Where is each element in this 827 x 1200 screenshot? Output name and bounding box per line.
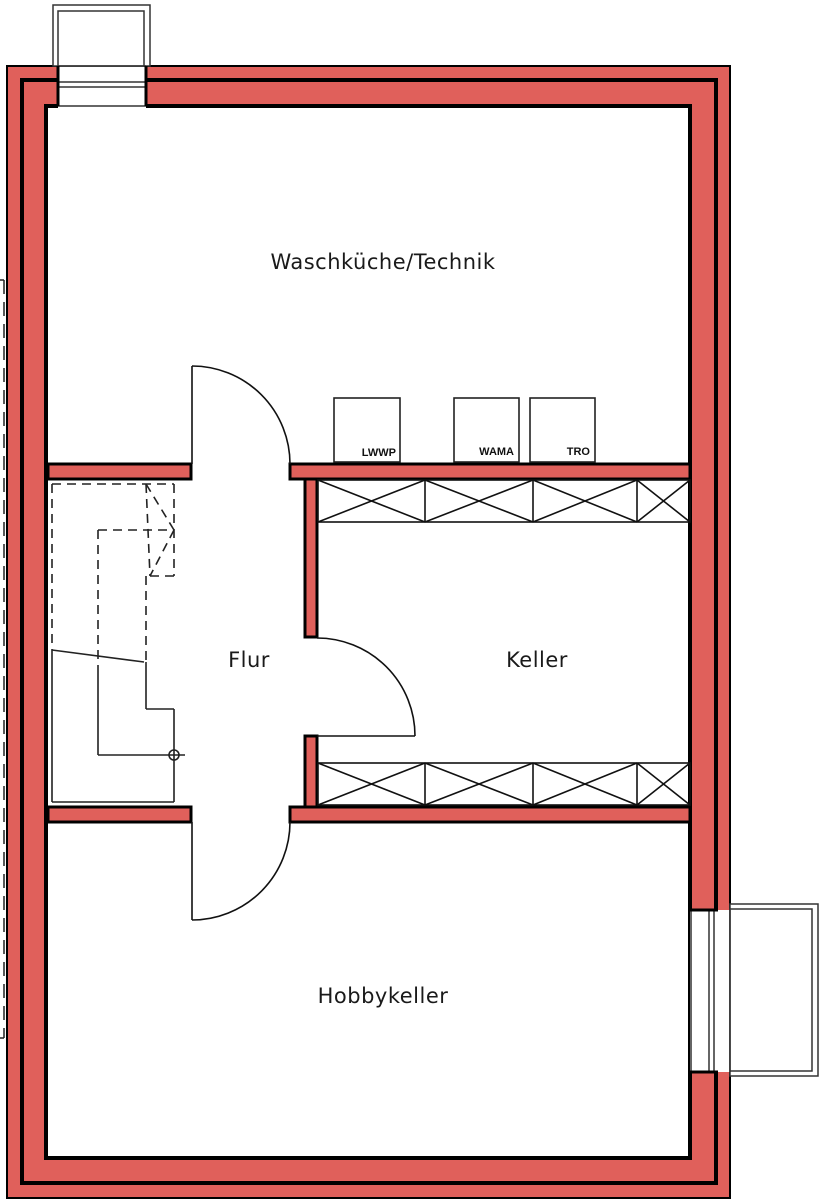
exterior-dashed-outline: [0, 279, 5, 1039]
room-label-hobbykeller: Hobbykeller: [318, 984, 449, 1008]
stair-start-marker: [168, 749, 180, 761]
door-waschkueche[interactable]: [191, 365, 291, 465]
appliance-label: TRO: [567, 446, 591, 458]
door-keller[interactable]: [316, 637, 416, 737]
top-window: [52, 4, 151, 108]
room-label-keller: Keller: [506, 648, 568, 672]
appliance-lwwp: LWWP: [333, 397, 401, 463]
wall-upper-left: [46, 462, 193, 481]
exterior-walls: [6, 65, 731, 1199]
wall-lower-right: [288, 805, 692, 824]
door-hobbykeller[interactable]: [191, 821, 291, 921]
appliance-wama: WAMA: [453, 397, 520, 463]
appliance-label: LWWP: [362, 447, 396, 459]
staircase: [51, 483, 185, 803]
right-window: [690, 903, 819, 1077]
room-label-waschkueche: Waschküche/Technik: [270, 250, 495, 274]
wall-keller-upper: [303, 477, 319, 639]
shelf-upper: [317, 479, 691, 523]
wall-upper-right: [288, 462, 692, 481]
wall-lower-left: [46, 805, 193, 824]
appliance-tro: TRO: [529, 397, 596, 463]
appliance-label: WAMA: [479, 446, 514, 458]
interior-walls: [46, 462, 692, 824]
wall-keller-lower: [303, 734, 319, 809]
room-label-flur: Flur: [228, 648, 270, 672]
shelf-lower: [317, 762, 691, 806]
wall-inner-edge: [44, 104, 692, 1160]
wall-layer-line: [20, 78, 718, 1185]
